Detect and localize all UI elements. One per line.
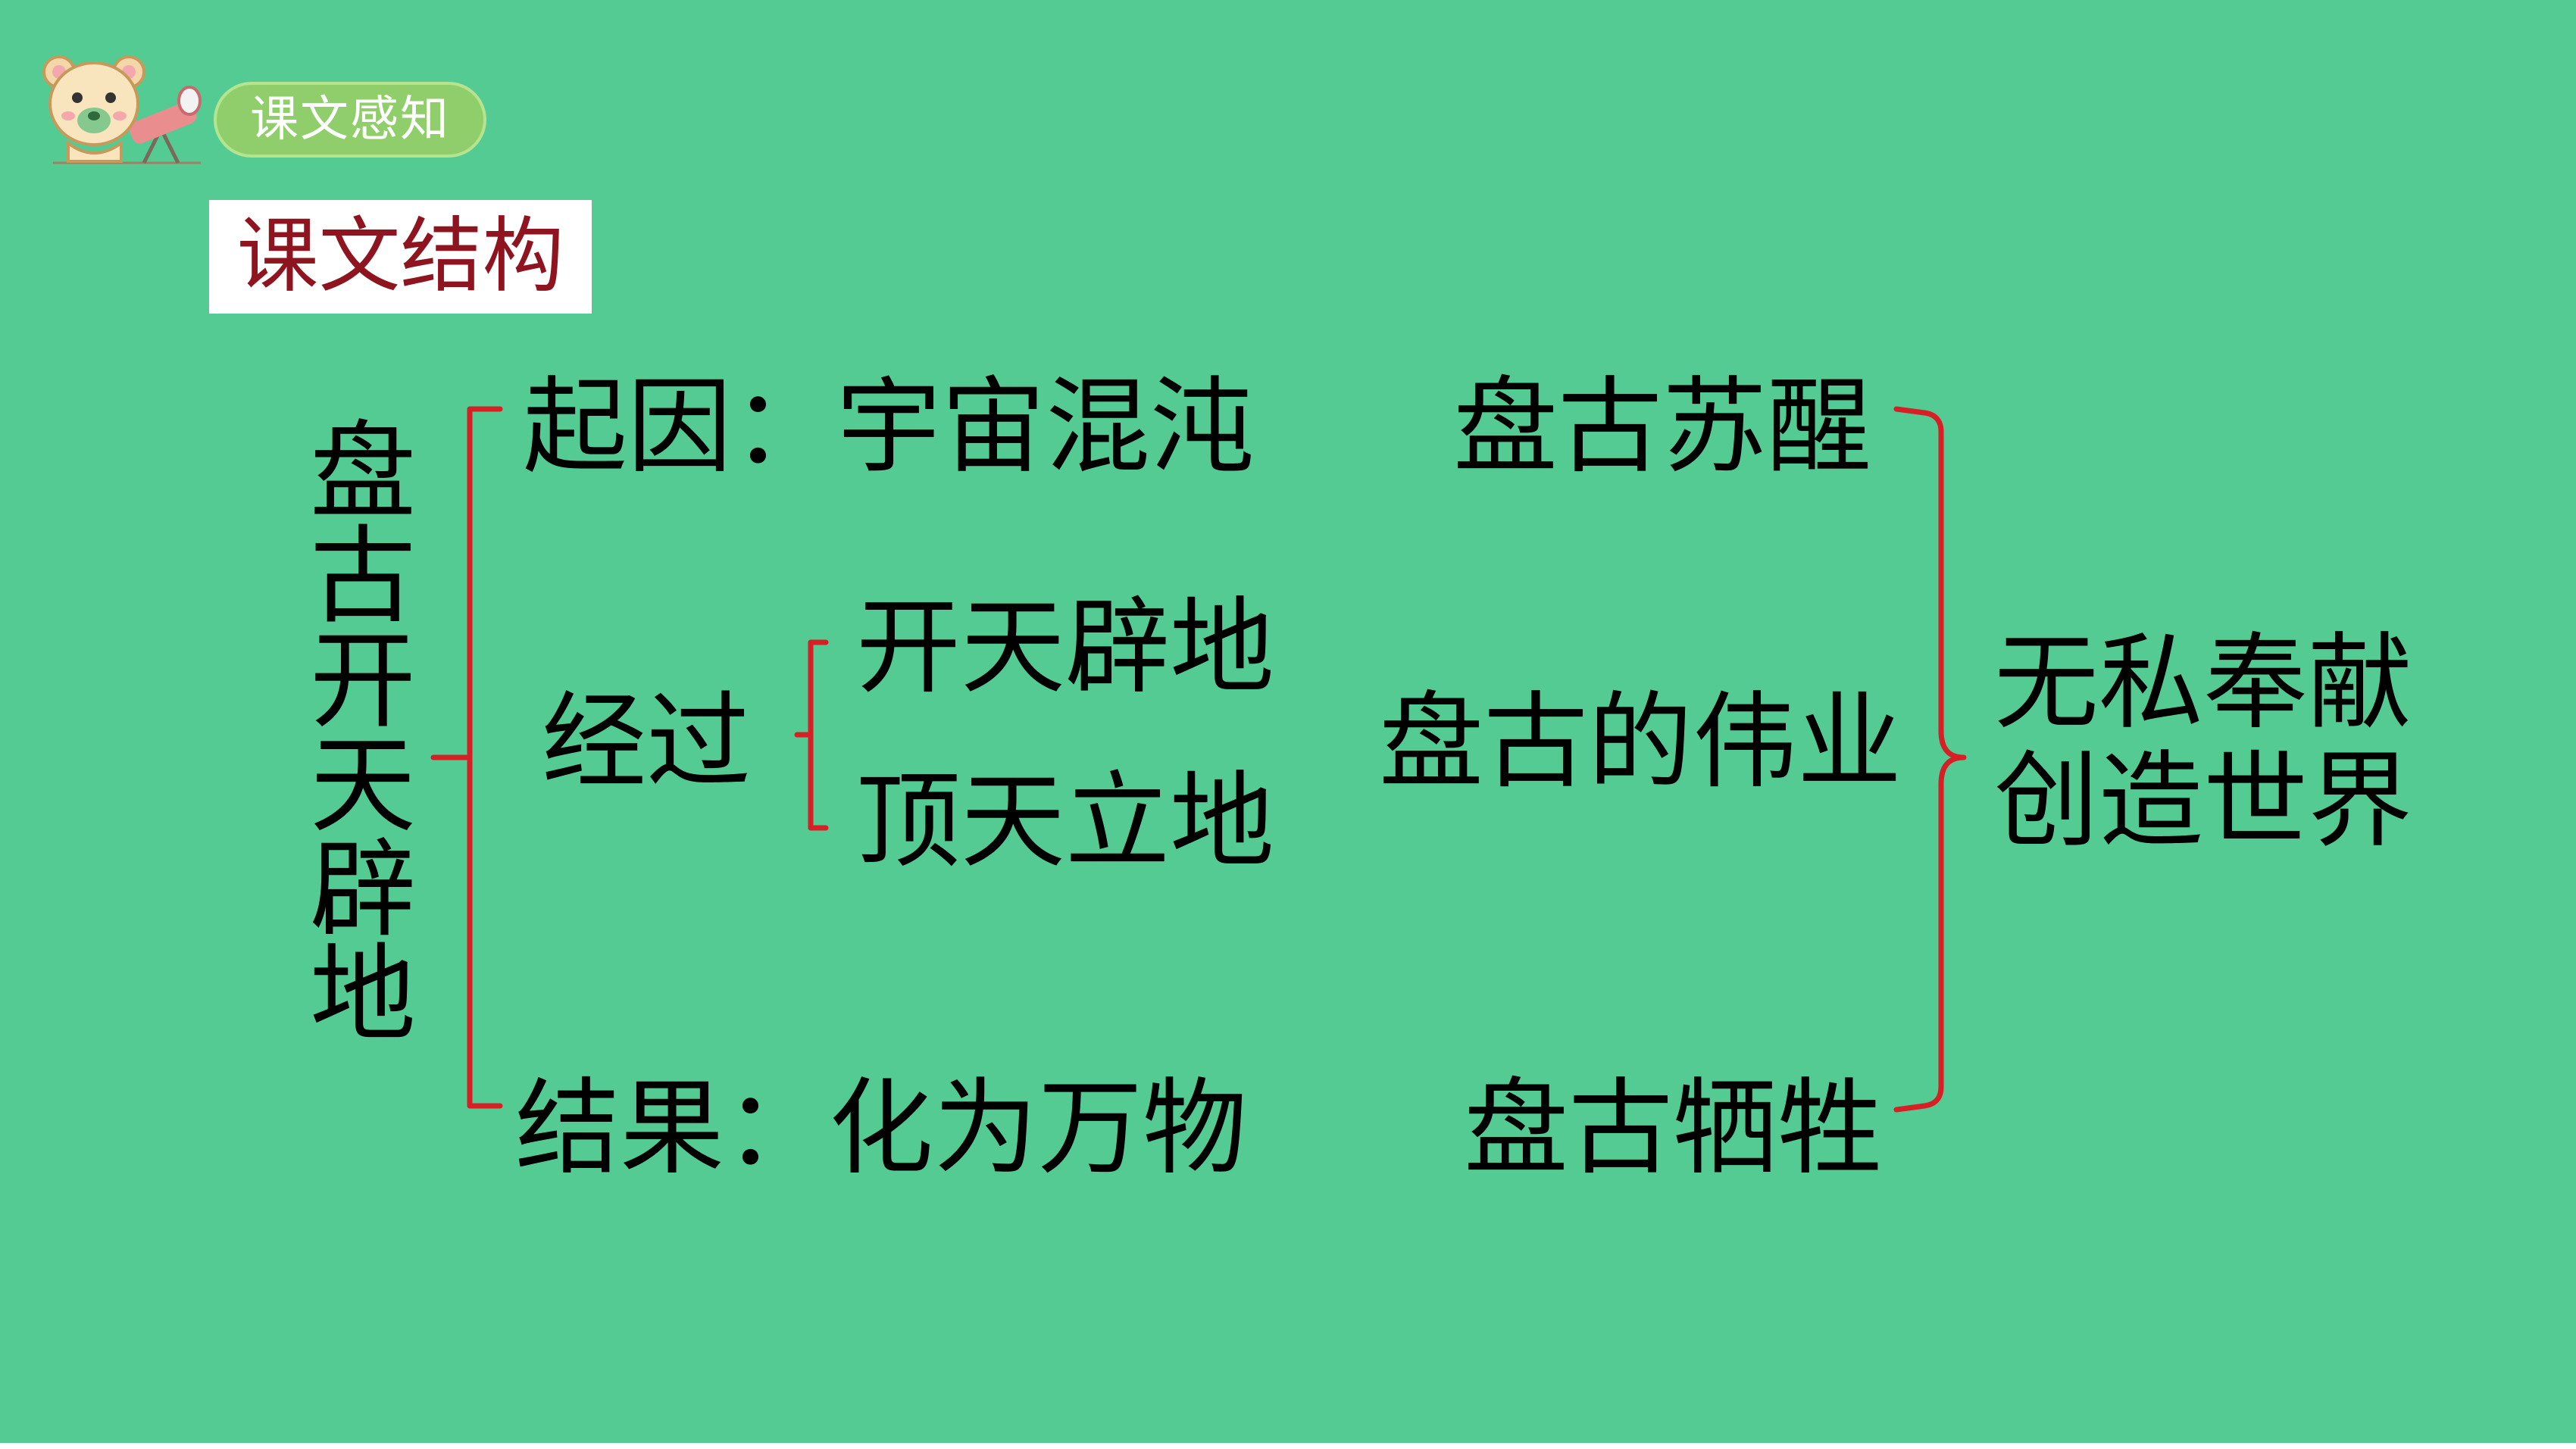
middle-item-1: 盘古苏醒: [1453, 366, 1872, 488]
diagram-root-label: 盘古开天辟地: [292, 415, 415, 1042]
conclusion-line-1: 无私奉献: [1994, 622, 2413, 744]
middle-item-3: 盘古牺牲: [1464, 1067, 1883, 1189]
conclusion-line-2: 创造世界: [1994, 740, 2413, 862]
left-main-bracket: [467, 406, 503, 1109]
bear-telescope-icon: [42, 55, 202, 164]
process-item-2: 顶天立地: [856, 760, 1275, 882]
middle-item-2: 盘古的伟业: [1379, 681, 1902, 803]
page-title: 课文结构: [209, 200, 592, 314]
result-label: 结果：化为万物: [515, 1067, 1248, 1189]
process-item-1: 开天辟地: [856, 586, 1275, 708]
cause-label: 起因：宇宙混沌: [523, 366, 1255, 488]
section-badge: 课文感知: [214, 82, 486, 158]
process-label: 经过: [542, 681, 752, 803]
right-main-bracket: [1893, 406, 1967, 1113]
